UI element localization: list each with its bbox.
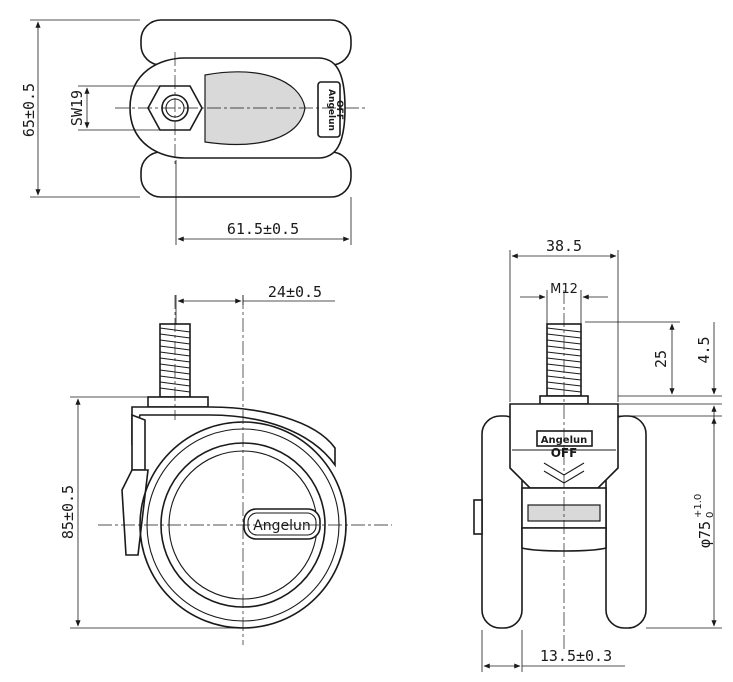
brake-tab-top — [317, 81, 341, 138]
dim-wheel-diameter: φ75 +1.0 0 — [646, 417, 722, 629]
dim-label-m12: M12 — [550, 282, 578, 297]
side-view: Angelun — [98, 295, 392, 645]
dim-wheel-width: 13.5±0.3 — [481, 630, 625, 672]
dim-label-tol-lower: 0 — [705, 512, 716, 518]
dim-label-61-5: 61.5±0.5 — [227, 220, 299, 238]
top-view: Angelun OFF — [115, 19, 365, 198]
dim-label-sw19: SW19 — [68, 90, 86, 126]
dim-label-85: 85±0.5 — [59, 485, 77, 539]
dim-plate-gap: 4.5 — [618, 322, 722, 426]
dim-offset-side: 24±0.5 — [175, 283, 335, 325]
dim-thread: M12 — [520, 282, 608, 324]
dim-label-24: 24±0.5 — [268, 283, 322, 301]
front-view: Angelun OFF — [473, 290, 647, 650]
dim-width-top: 61.5±0.5 — [175, 160, 352, 245]
dim-hex-size: SW19 — [68, 85, 160, 131]
dim-stem-length: 25 — [585, 321, 722, 397]
dim-height-side: 85±0.5 — [59, 396, 240, 629]
dim-height-top: 65±0.5 — [20, 19, 140, 198]
brand-label-side: Angelun — [253, 518, 311, 534]
dim-label-phi75: φ75 — [696, 521, 714, 548]
dim-label-tol-upper: +1.0 — [693, 494, 704, 518]
dim-label-4-5: 4.5 — [695, 336, 713, 363]
off-mark-top: OFF — [334, 100, 344, 120]
brand-mark-top: Angelun — [326, 89, 336, 131]
brand-plate-front — [536, 430, 593, 447]
dim-label-38-5: 38.5 — [546, 237, 582, 255]
dim-label-65: 65±0.5 — [20, 83, 38, 137]
dim-label-13-5: 13.5±0.3 — [540, 647, 612, 665]
dim-width-front: 38.5 — [509, 237, 619, 402]
dim-label-25: 25 — [652, 350, 670, 368]
brand-badge-side — [243, 508, 321, 540]
